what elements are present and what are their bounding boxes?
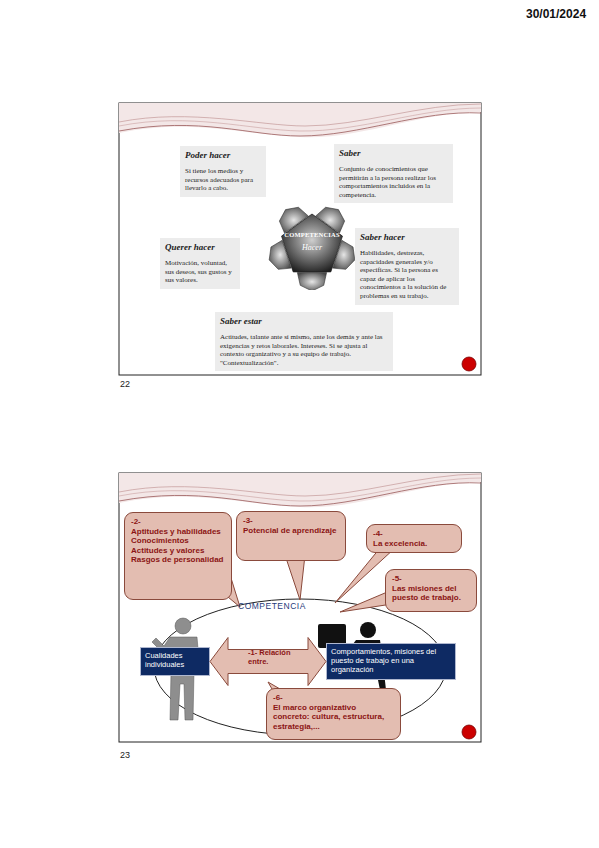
slide-frame [119,473,481,742]
speech-callout: -5-Las misiones del puesto de trabajo. [385,569,477,612]
red-dot [462,725,476,739]
callout-text: Conocimientos [131,536,225,546]
box-text: Comportamientos, misiones del puesto de … [331,647,451,674]
callout-number: -6- [273,693,394,703]
header-swoosh [119,473,481,507]
diagram-heading: COMPETENCIA [238,601,306,611]
competence-box: Saber hacerHabilidades, destrezas, capac… [355,228,459,305]
speech-callout: -4-La excelencia. [366,524,462,553]
callout-text: Actitudes y valores [131,546,225,556]
header-swoosh-group [119,473,481,507]
box-heading: Saber hacer [360,232,454,243]
arrow-label: -1- Relación entre. [248,648,294,666]
worker-head [360,622,376,638]
page-number: 22 [120,379,130,389]
text-wrap: COMPETENCIAS Hacer [262,198,362,290]
callout-number: -4- [373,529,455,539]
slide-border [119,473,481,742]
print-date: 30/01/2024 [526,7,586,21]
callout-number: -3- [243,516,339,526]
swoosh-line [119,483,481,506]
speech-callout: -3-Potencial de aprendizaje [236,511,346,561]
center-subtitle: Hacer [302,243,322,252]
callout-text: Aptitudes y habilidades [131,527,225,537]
competence-box: Poder hacer Si tiene los medios y recurso… [180,146,266,197]
slide-border [119,103,481,375]
swoosh-line [119,474,481,496]
callout-text: Las misiones del puesto de trabajo. [392,584,470,603]
competence-box: Querer hacerMotivación, voluntad, sus de… [160,238,240,289]
box-heading: Poder hacer [185,150,261,161]
box-body: Motivación, voluntad, sus deseos, sus gu… [165,259,235,285]
red-dot [462,357,476,371]
callout-text: Rasgos de personalidad [131,555,225,565]
navy-box: Comportamientos, misiones del puesto de … [326,643,456,680]
swoosh-line [119,478,481,501]
callout-tail [285,555,305,600]
callout-text: Potencial de aprendizaje [243,526,339,536]
page-number: 23 [120,750,130,760]
callout-number: -2- [131,517,225,527]
callout-text: La excelencia. [373,539,455,549]
callout-number: -5- [392,574,470,584]
center-title: COMPETENCIAS [284,231,340,238]
box-body: Si tiene los medios y recursos adecuados… [185,167,261,193]
center-pentagon: COMPETENCIAS Hacer [262,198,362,290]
box-body: Conjunto de conocimientos que permitirán… [339,165,448,199]
box-body: Actitudes, talante ante sí mismo, ante l… [220,333,388,367]
swoosh-line [119,113,481,136]
swoosh-line [119,104,481,126]
slide-frame [119,103,481,375]
header-swoosh [119,103,481,137]
box-heading: Saber [339,148,448,159]
competence-box: SaberConjunto de conocimientos que permi… [334,144,453,203]
box-heading: Saber estar [220,316,388,327]
box-heading: Querer hacer [165,242,235,253]
navy-box: Cualidades individuales [140,647,210,676]
speech-callout: -6-El marco organizativo concreto: cultu… [266,688,401,740]
person-head [175,618,191,634]
speech-callout: -2-Aptitudes y habilidadesConocimientosA… [124,512,232,600]
pentagon-petal [297,273,326,290]
pentagon-core [282,214,343,272]
box-body: Habilidades, destrezas, capacidades gene… [360,249,454,301]
swoosh-line [119,108,481,131]
double-arrow [210,638,326,686]
callout-text: El marco organizativo concreto: cultura,… [273,703,394,732]
competence-box: Saber estarActitudes, talante ante sí mi… [215,312,393,371]
box-text: Cualidades individuales [145,651,205,669]
